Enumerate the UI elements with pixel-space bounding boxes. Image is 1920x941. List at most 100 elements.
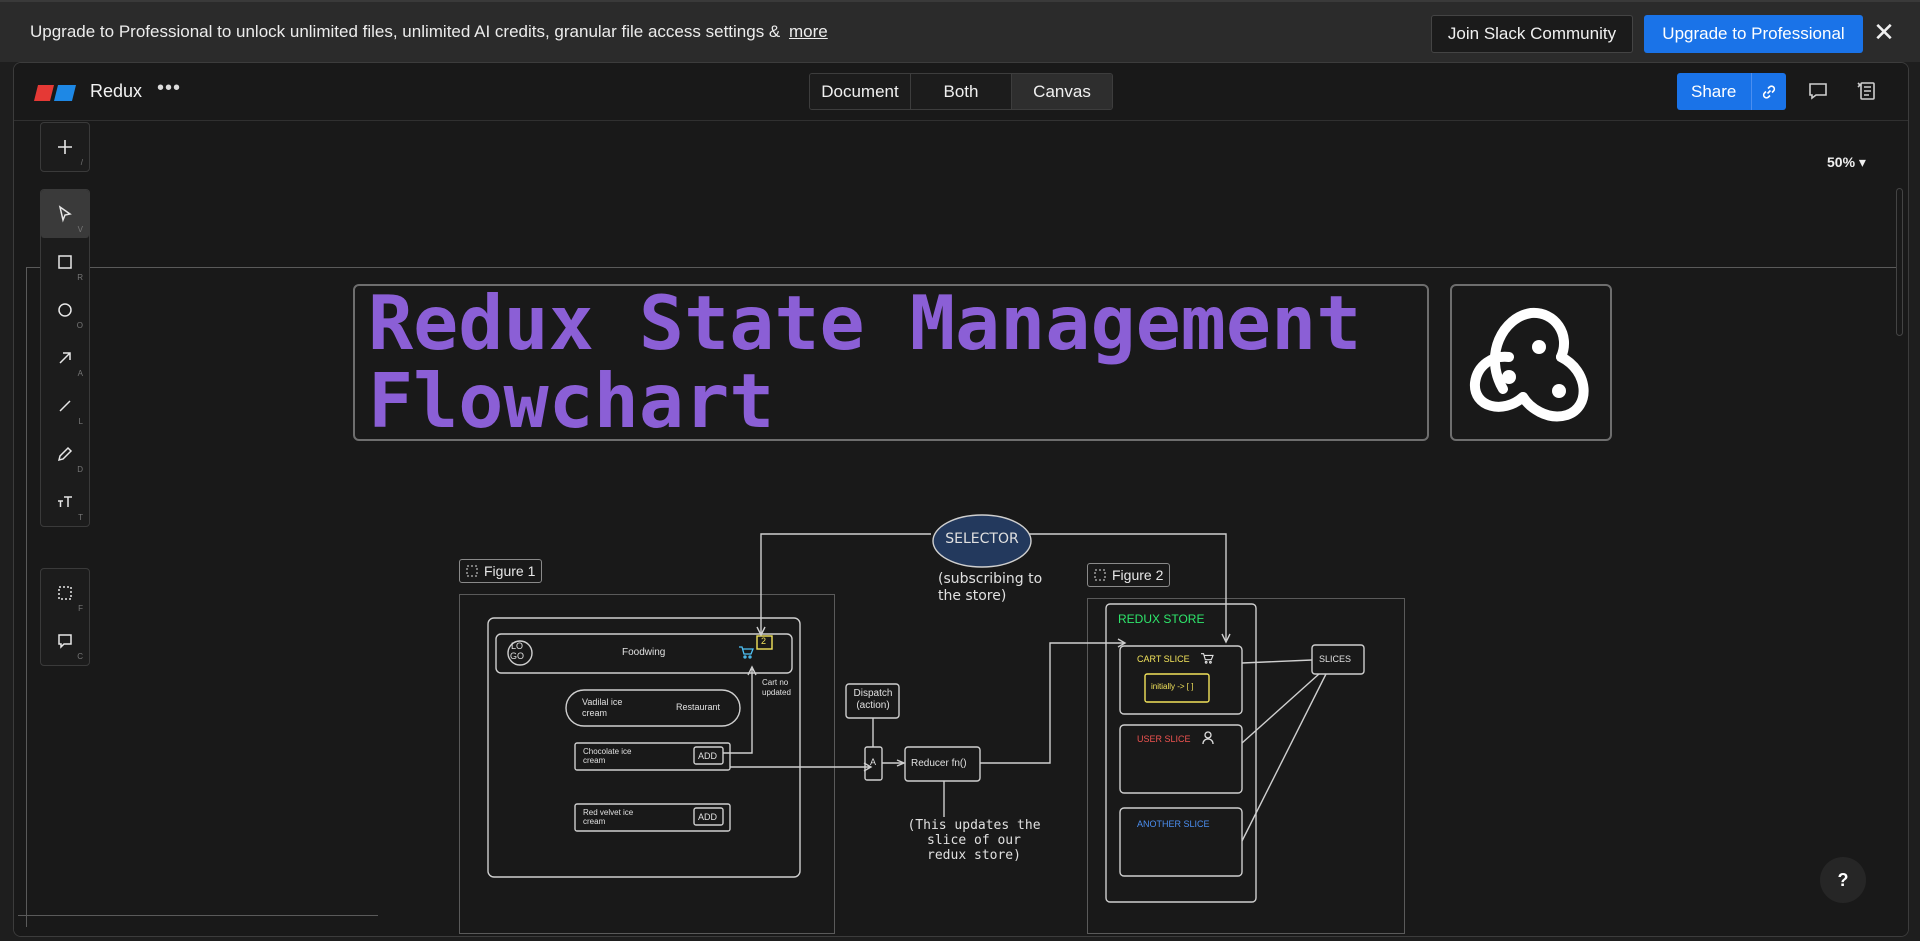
figure-1-text: Figure 1 <box>484 563 536 579</box>
page-left-edge <box>26 267 27 927</box>
banner-message: Upgrade to Professional to unlock unlimi… <box>30 22 828 42</box>
draw-tool[interactable]: D <box>41 430 89 478</box>
frame-icon <box>466 565 478 577</box>
selector-ellipse[interactable] <box>931 513 1033 569</box>
app-logo-text: LO GO <box>510 641 524 661</box>
restaurant-item-line-2: cream <box>582 708 608 718</box>
arrow-tool[interactable]: A <box>41 334 89 382</box>
upgrade-banner: Upgrade to Professional to unlock unlimi… <box>0 0 1920 62</box>
plus-icon <box>58 140 72 154</box>
figure-2-text: Figure 2 <box>1112 567 1164 583</box>
user-icon <box>1202 731 1214 745</box>
dispatch-line-2: (action) <box>856 700 890 711</box>
help-button[interactable]: ? <box>1820 857 1866 903</box>
frame-shortcut: F <box>78 604 83 613</box>
menu-item-chocolate-line-2: cream <box>583 756 606 765</box>
frame-select-icon <box>58 586 72 600</box>
restaurant-item-text: Vadilal ice cream <box>582 697 622 719</box>
reducer-note-line-3: redux store) <box>927 848 1021 863</box>
reducer-note: (This updates the slice of our redux sto… <box>884 818 1064 863</box>
arrow-icon <box>59 352 71 364</box>
cart-note-line-1: Cart no <box>762 678 789 687</box>
frame-tool[interactable]: F <box>41 569 89 617</box>
figure-2-label[interactable]: Figure 2 <box>1087 563 1171 587</box>
ellipse-icon <box>58 303 72 317</box>
zoom-level[interactable]: 50% ▾ <box>1827 154 1866 170</box>
rectangle-tool[interactable]: R <box>41 238 89 286</box>
close-icon[interactable]: ✕ <box>1873 17 1895 47</box>
app-logo[interactable] <box>34 85 76 101</box>
draw-shortcut: D <box>77 465 83 474</box>
menu-item-chocolate: Chocolate ice cream <box>583 747 631 765</box>
cursor-icon <box>58 205 72 223</box>
copy-link-icon[interactable] <box>1751 73 1786 110</box>
outline-panel-icon[interactable] <box>1854 78 1880 104</box>
redux-logo-frame[interactable] <box>1450 284 1612 441</box>
frame-tool-group: F C <box>40 568 90 666</box>
selector-note-line-1: (subscribing to <box>938 571 1043 587</box>
vertical-scrollbar[interactable] <box>1896 188 1903 336</box>
text-size-icon <box>58 496 72 507</box>
top-bar: Redux ••• Document Both Canvas Share <box>14 63 1908 121</box>
comment-bubble-icon <box>58 634 72 649</box>
logo-text-line-1: LO <box>511 641 524 651</box>
menu-item-red-velvet-line-2: cream <box>583 817 606 826</box>
cart-note: Cart no updated <box>762 678 791 698</box>
comment-icon[interactable] <box>1805 78 1831 104</box>
flowchart-connectors <box>487 533 1365 903</box>
view-mode-canvas[interactable]: Canvas <box>1012 74 1112 109</box>
user-slice-label: USER SLICE <box>1137 734 1191 744</box>
action-label: A <box>870 757 877 767</box>
title-frame[interactable] <box>353 284 1429 441</box>
menu-item-red-velvet-line-1: Red velvet ice <box>583 808 634 817</box>
join-slack-button[interactable]: Join Slack Community <box>1431 15 1633 53</box>
add-tool-group: / <box>40 122 90 172</box>
upgrade-button[interactable]: Upgrade to Professional <box>1644 15 1863 53</box>
selector-label: SELECTOR <box>945 531 1019 547</box>
figure-1-frame[interactable] <box>459 594 835 934</box>
view-mode-document[interactable]: Document <box>810 74 911 109</box>
editor-window: Redux ••• Document Both Canvas Share <box>13 62 1909 937</box>
share-button[interactable]: Share <box>1677 73 1786 110</box>
pencil-icon <box>57 446 73 462</box>
dispatch-line-1: Dispatch <box>853 688 893 699</box>
add-button-2: ADD <box>698 812 718 822</box>
document-title[interactable]: Redux <box>90 81 143 101</box>
text-tool[interactable]: T <box>41 478 89 526</box>
selector-note: (subscribing to the store) <box>938 571 1042 605</box>
reducer-note-line-2: slice of our <box>927 833 1021 848</box>
share-label: Share <box>1691 81 1737 101</box>
board-title[interactable]: Redux State Management Flowchart <box>368 284 1361 440</box>
ellipse-shortcut: O <box>76 321 83 330</box>
view-mode-both[interactable]: Both <box>911 74 1012 109</box>
banner-more-link[interactable]: more <box>789 22 828 41</box>
line-tool[interactable]: L <box>41 382 89 430</box>
figure-1-label[interactable]: Figure 1 <box>459 559 543 583</box>
ellipse-tool[interactable]: O <box>41 286 89 334</box>
select-tool[interactable]: V <box>41 190 89 238</box>
add-shortcut: / <box>80 158 83 167</box>
view-mode-toggle: Document Both Canvas <box>809 73 1113 110</box>
cart-count: 2 <box>761 636 767 646</box>
horizontal-scrollbar[interactable] <box>18 915 378 916</box>
select-shortcut: V <box>77 225 83 234</box>
selector-note-line-2: the store) <box>938 588 1007 604</box>
menu-item-red-velvet: Red velvet ice cream <box>583 808 633 826</box>
redux-logo-icon <box>1470 307 1589 421</box>
zoom-value: 50% <box>1827 154 1856 170</box>
app-brand: Foodwing <box>622 647 666 658</box>
cart-slice-label: CART SLICE <box>1137 654 1190 664</box>
title-line-2: Flowchart <box>368 357 775 445</box>
add-button-1: ADD <box>698 751 718 761</box>
board: Redux State Management Flowchart Figure … <box>14 63 1908 936</box>
menu-item-chocolate-line-1: Chocolate ice <box>583 747 632 756</box>
logo-text-line-2: GO <box>510 651 525 661</box>
figure-2-frame[interactable] <box>1087 598 1405 934</box>
add-tool[interactable]: / <box>41 123 89 171</box>
more-dots-icon[interactable]: ••• <box>157 77 182 99</box>
comment-shortcut: C <box>77 652 83 661</box>
page-top-edge <box>26 267 1896 268</box>
banner-message-text: Upgrade to Professional to unlock unlimi… <box>30 22 781 41</box>
comment-tool[interactable]: C <box>41 617 89 665</box>
initial-state-label: initially -> [ ] <box>1151 682 1194 691</box>
